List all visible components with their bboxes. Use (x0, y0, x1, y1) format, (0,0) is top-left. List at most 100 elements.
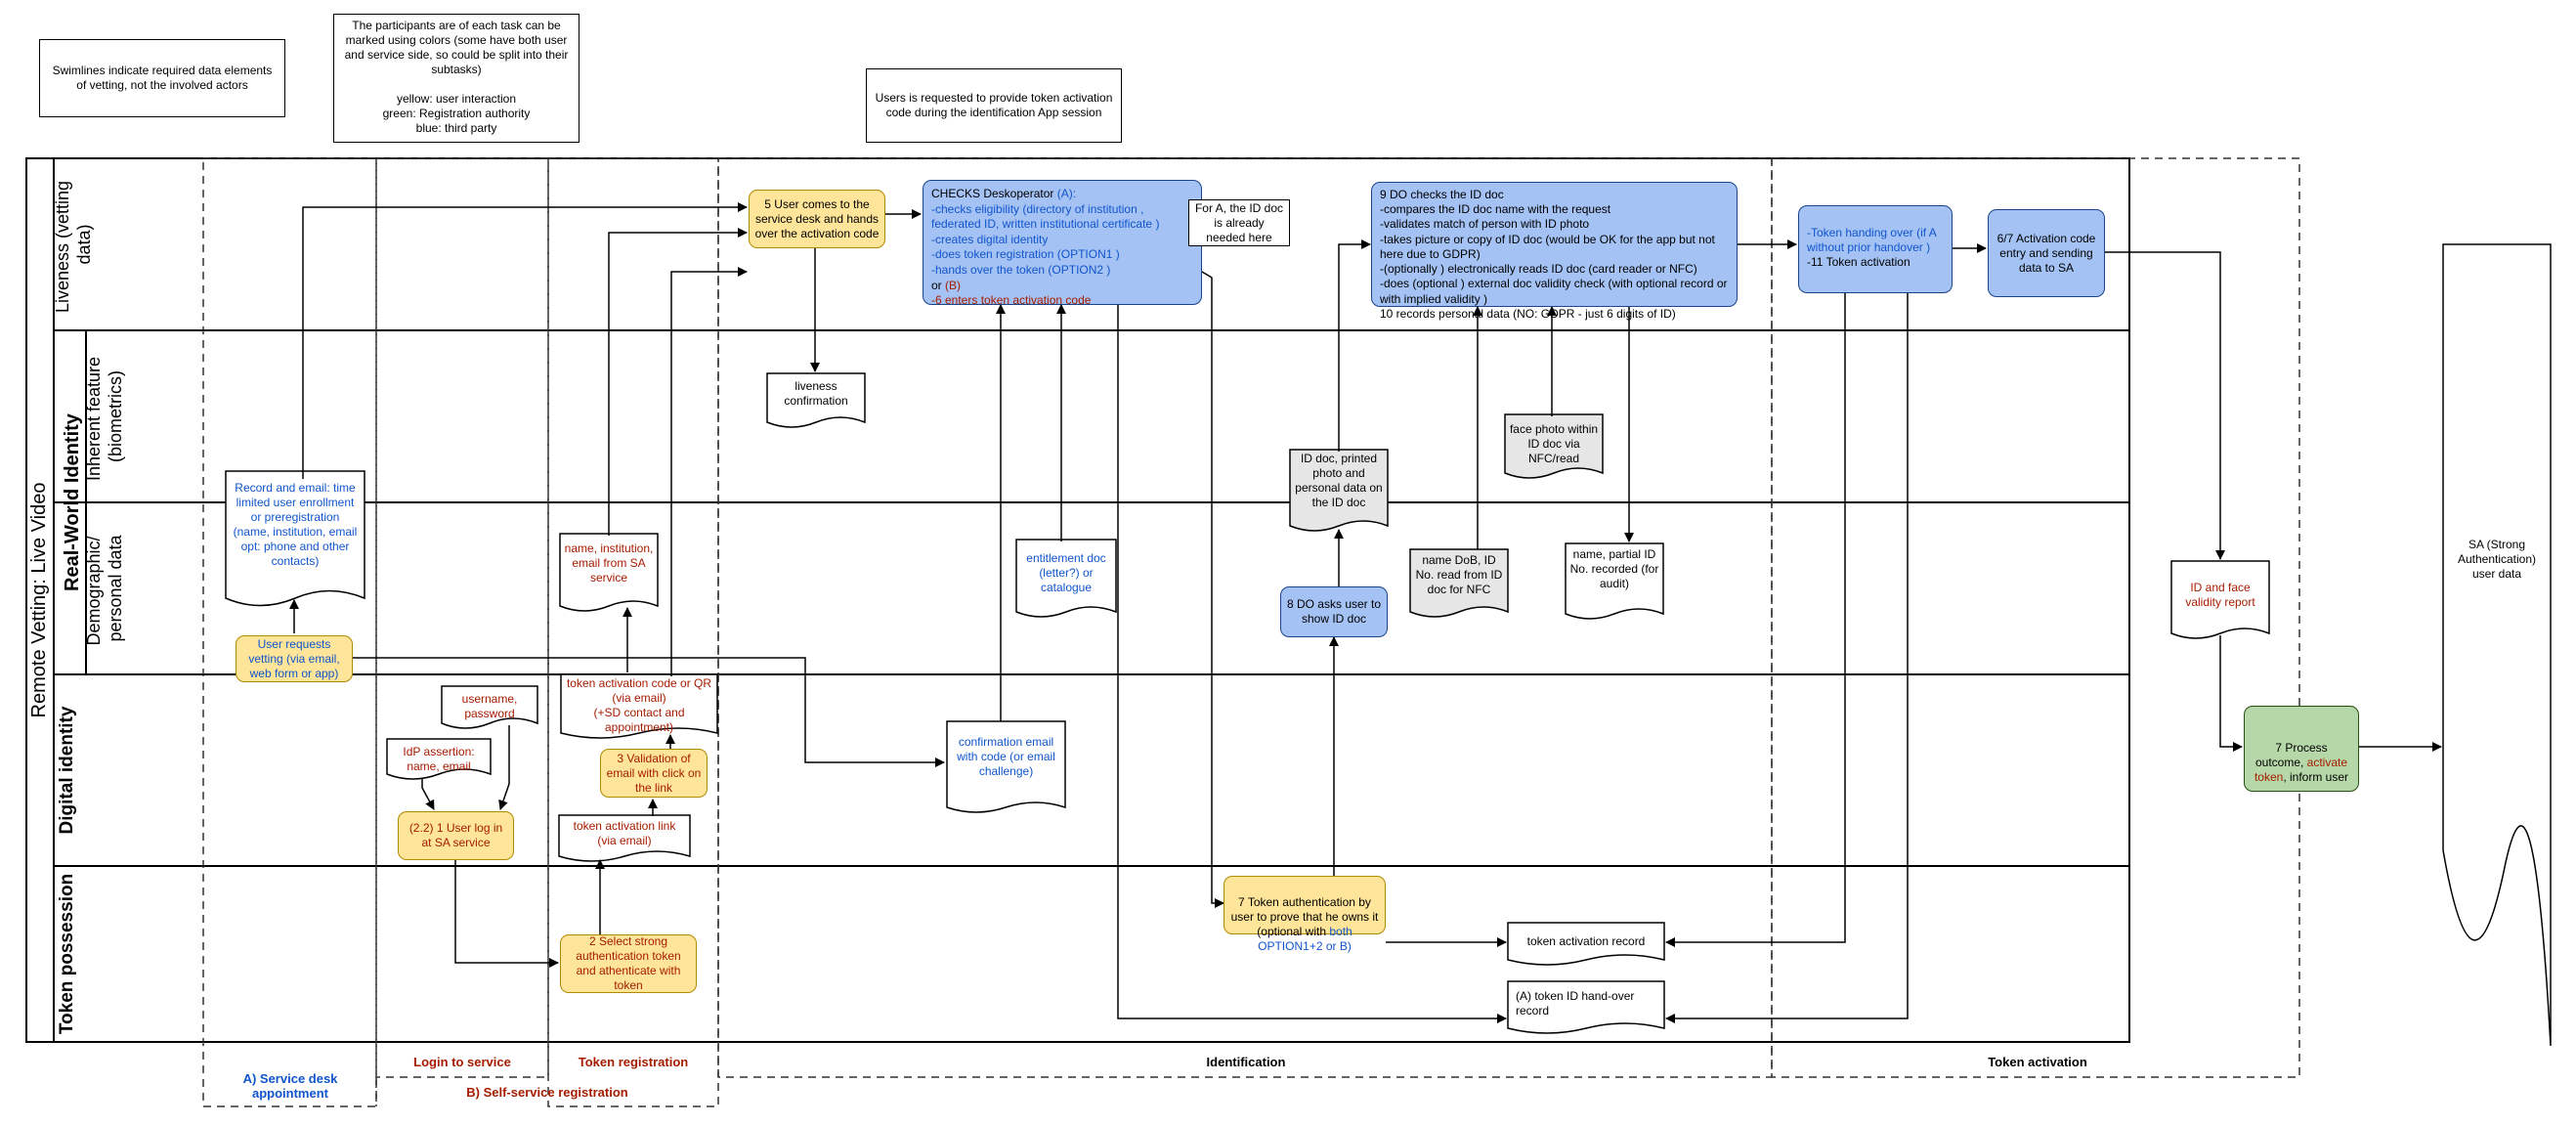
conn-userreq-confirm (353, 657, 945, 767)
conn-checks-handover (1117, 305, 1507, 1023)
node-process-text-a: 7 Process outcome, (2254, 741, 2328, 769)
lane-token-label: Token possession (57, 874, 77, 1034)
doc-handover-record-shape (1507, 980, 1665, 1034)
node-checks-b: (B) (945, 278, 962, 292)
conn-login-select (454, 860, 559, 968)
doc-token-link: token activation link (via email) (573, 819, 676, 847)
phase-login: Login to service (413, 1055, 511, 1069)
lane-labels: Remote Vetting: Live Video Real-World Id… (28, 176, 125, 1034)
conn-iddoc-dochecks (1338, 239, 1371, 452)
phase-identification: Identification (1206, 1055, 1286, 1069)
node-token-auth-options: both OPTION1+2 or B) (1258, 925, 1352, 953)
conn-name-usercomes (608, 228, 748, 536)
doc-liveness-shape (766, 372, 866, 428)
doc-token-link-shape (558, 814, 691, 862)
conn-checks-tokenauth (1201, 271, 1224, 908)
conn-username-login (498, 725, 510, 810)
doc-id-face: ID and face validity report (2185, 581, 2255, 609)
note-swimlanes: Swimlines indicate required data element… (39, 39, 285, 117)
connectors (289, 202, 2442, 1023)
node-token-handing-line1: -Token handing over (if A without prior … (1807, 226, 1937, 254)
node-checks-title-row: CHECKS Deskoperator (A): (931, 187, 1193, 202)
doc-record-email-shape (225, 470, 365, 607)
lane-inherent-line2: (biometrics) (106, 370, 125, 462)
node-token-handing-line2: -11 Token activation (1807, 255, 1911, 269)
doc-username: username, password (461, 692, 518, 720)
node-validation: 3 Validation of email with click on the … (600, 749, 708, 798)
node-checks-title: CHECKS Deskoperator (931, 187, 1054, 200)
node-token-auth-text: 7 Token authentication by user to prove … (1230, 895, 1379, 938)
node-checks-a: (A): (1056, 187, 1077, 200)
doc-entitlement-shape (1015, 539, 1117, 618)
node-activation-entry: 6/7 Activation code entry and sending da… (1988, 209, 2105, 297)
doc-name-dob: name DoB, ID No. read from ID doc for NF… (1415, 553, 1503, 596)
doc-token-record-shape (1507, 922, 1665, 966)
doc-id-doc: ID doc, printed photo and personal data … (1295, 452, 1383, 509)
doc-record-email: Record and email: time limited user enro… (233, 481, 358, 568)
doc-name-inst-shape (559, 533, 659, 612)
lane-liveness-line2: data) (74, 224, 94, 264)
lane-outer-label: Remote Vetting: Live Video (28, 483, 50, 718)
node-user-comes: 5 User comes to the service desk and han… (749, 190, 885, 248)
node-user-requests: User requests vetting (via email, web fo… (236, 635, 353, 682)
node-login: (2.2) 1 User log in at SA service (398, 811, 514, 860)
doc-confirmation-shape (946, 720, 1066, 813)
phase-service-desk: A) Service desk appointment (242, 1071, 338, 1101)
phase-frame-login (375, 157, 549, 1078)
node-process-activate: activate token (2254, 756, 2348, 784)
lane-demographic-line2: personal data (106, 534, 125, 641)
lane-demographic-line1: Demographic/ (84, 536, 104, 645)
conn-handing-handover (1665, 293, 1909, 1023)
node-select-auth: 2 Select strong authentication token and… (560, 934, 697, 993)
doc-liveness: liveness confirmation (784, 379, 848, 408)
doc-face-photo-shape (1504, 413, 1604, 479)
doc-handover-record: (A) token ID hand-over record (1516, 989, 1635, 1018)
doc-entitlement: entitlement doc (letter?) or catalogue (1026, 551, 1106, 594)
conn-handing-tokenrecord (1665, 293, 1846, 947)
node-process-text-c: , inform user (2283, 770, 2349, 784)
document-shapes (225, 243, 2552, 1047)
doc-id-face-shape (2170, 560, 2270, 639)
phase-frame-token-activation (1771, 157, 2300, 1078)
conn-activation-idface (2105, 251, 2225, 560)
doc-token-code-shape (560, 673, 718, 739)
doc-username-shape (441, 685, 538, 729)
phase-frame-service-desk (202, 157, 377, 1107)
node-checks-line1: -checks eligibility (directory of instit… (931, 201, 1160, 232)
node-process-outcome: 7 Process outcome, activate token, infor… (2244, 706, 2359, 792)
node-checks-line5: -6 enters token activation code (931, 293, 1092, 308)
doc-confirmation: confirmation email with code (or email c… (957, 735, 1055, 778)
lane-inherent-label: Inherent feature (biometrics) (84, 352, 125, 481)
node-checks-line3: -does token registration (OPTION1 ) (931, 247, 1120, 262)
doc-face-photo: face photo within ID doc via NFC/read (1509, 422, 1599, 465)
phase-frame-token-registration (547, 157, 719, 1107)
doc-name-dob-shape (1409, 548, 1509, 618)
conn-idp-login (421, 778, 435, 810)
conn-idface-process (2219, 635, 2243, 752)
node-token-handing: -Token handing over (if A without prior … (1798, 205, 1953, 293)
doc-name-partial: name, partial ID No. recorded (for audit… (1569, 547, 1659, 590)
node-do-checks: 9 DO checks the ID doc -compares the ID … (1371, 182, 1738, 321)
lane-liveness-label: Liveness (vetting data) (53, 176, 94, 313)
node-do-asks: 8 DO asks user to show ID doc (1280, 586, 1388, 637)
lane-demographic-label: Demographic/ personal data (84, 531, 125, 645)
lane-realworld-label: Real-World Identity (62, 412, 83, 591)
phase-token-activation: Token activation (1988, 1055, 2087, 1069)
doc-id-doc-shape (1289, 449, 1389, 532)
conn-code-usercomes (670, 267, 748, 676)
doc-token-code: token activation code or QR (via email) … (566, 676, 712, 734)
doc-sa-data-shape (2442, 243, 2552, 1047)
lane-liveness-line1: Liveness (vetting (53, 181, 72, 313)
node-token-auth: 7 Token authentication by user to prove … (1224, 876, 1386, 953)
phase-frames (202, 157, 2300, 1107)
node-checks-line2: -creates digital identity (931, 232, 1049, 246)
node-checks-or: or (931, 278, 942, 292)
phase-self-service: B) Self-service registration (466, 1085, 628, 1100)
lane-digital-label: Digital identity (57, 706, 77, 834)
doc-name-partial-shape (1565, 542, 1664, 620)
phase-frame-identification (717, 157, 1773, 1078)
note-token-code: Users is requested to provide token acti… (866, 68, 1122, 143)
note-participants: The participants are of each task can be… (333, 14, 580, 143)
